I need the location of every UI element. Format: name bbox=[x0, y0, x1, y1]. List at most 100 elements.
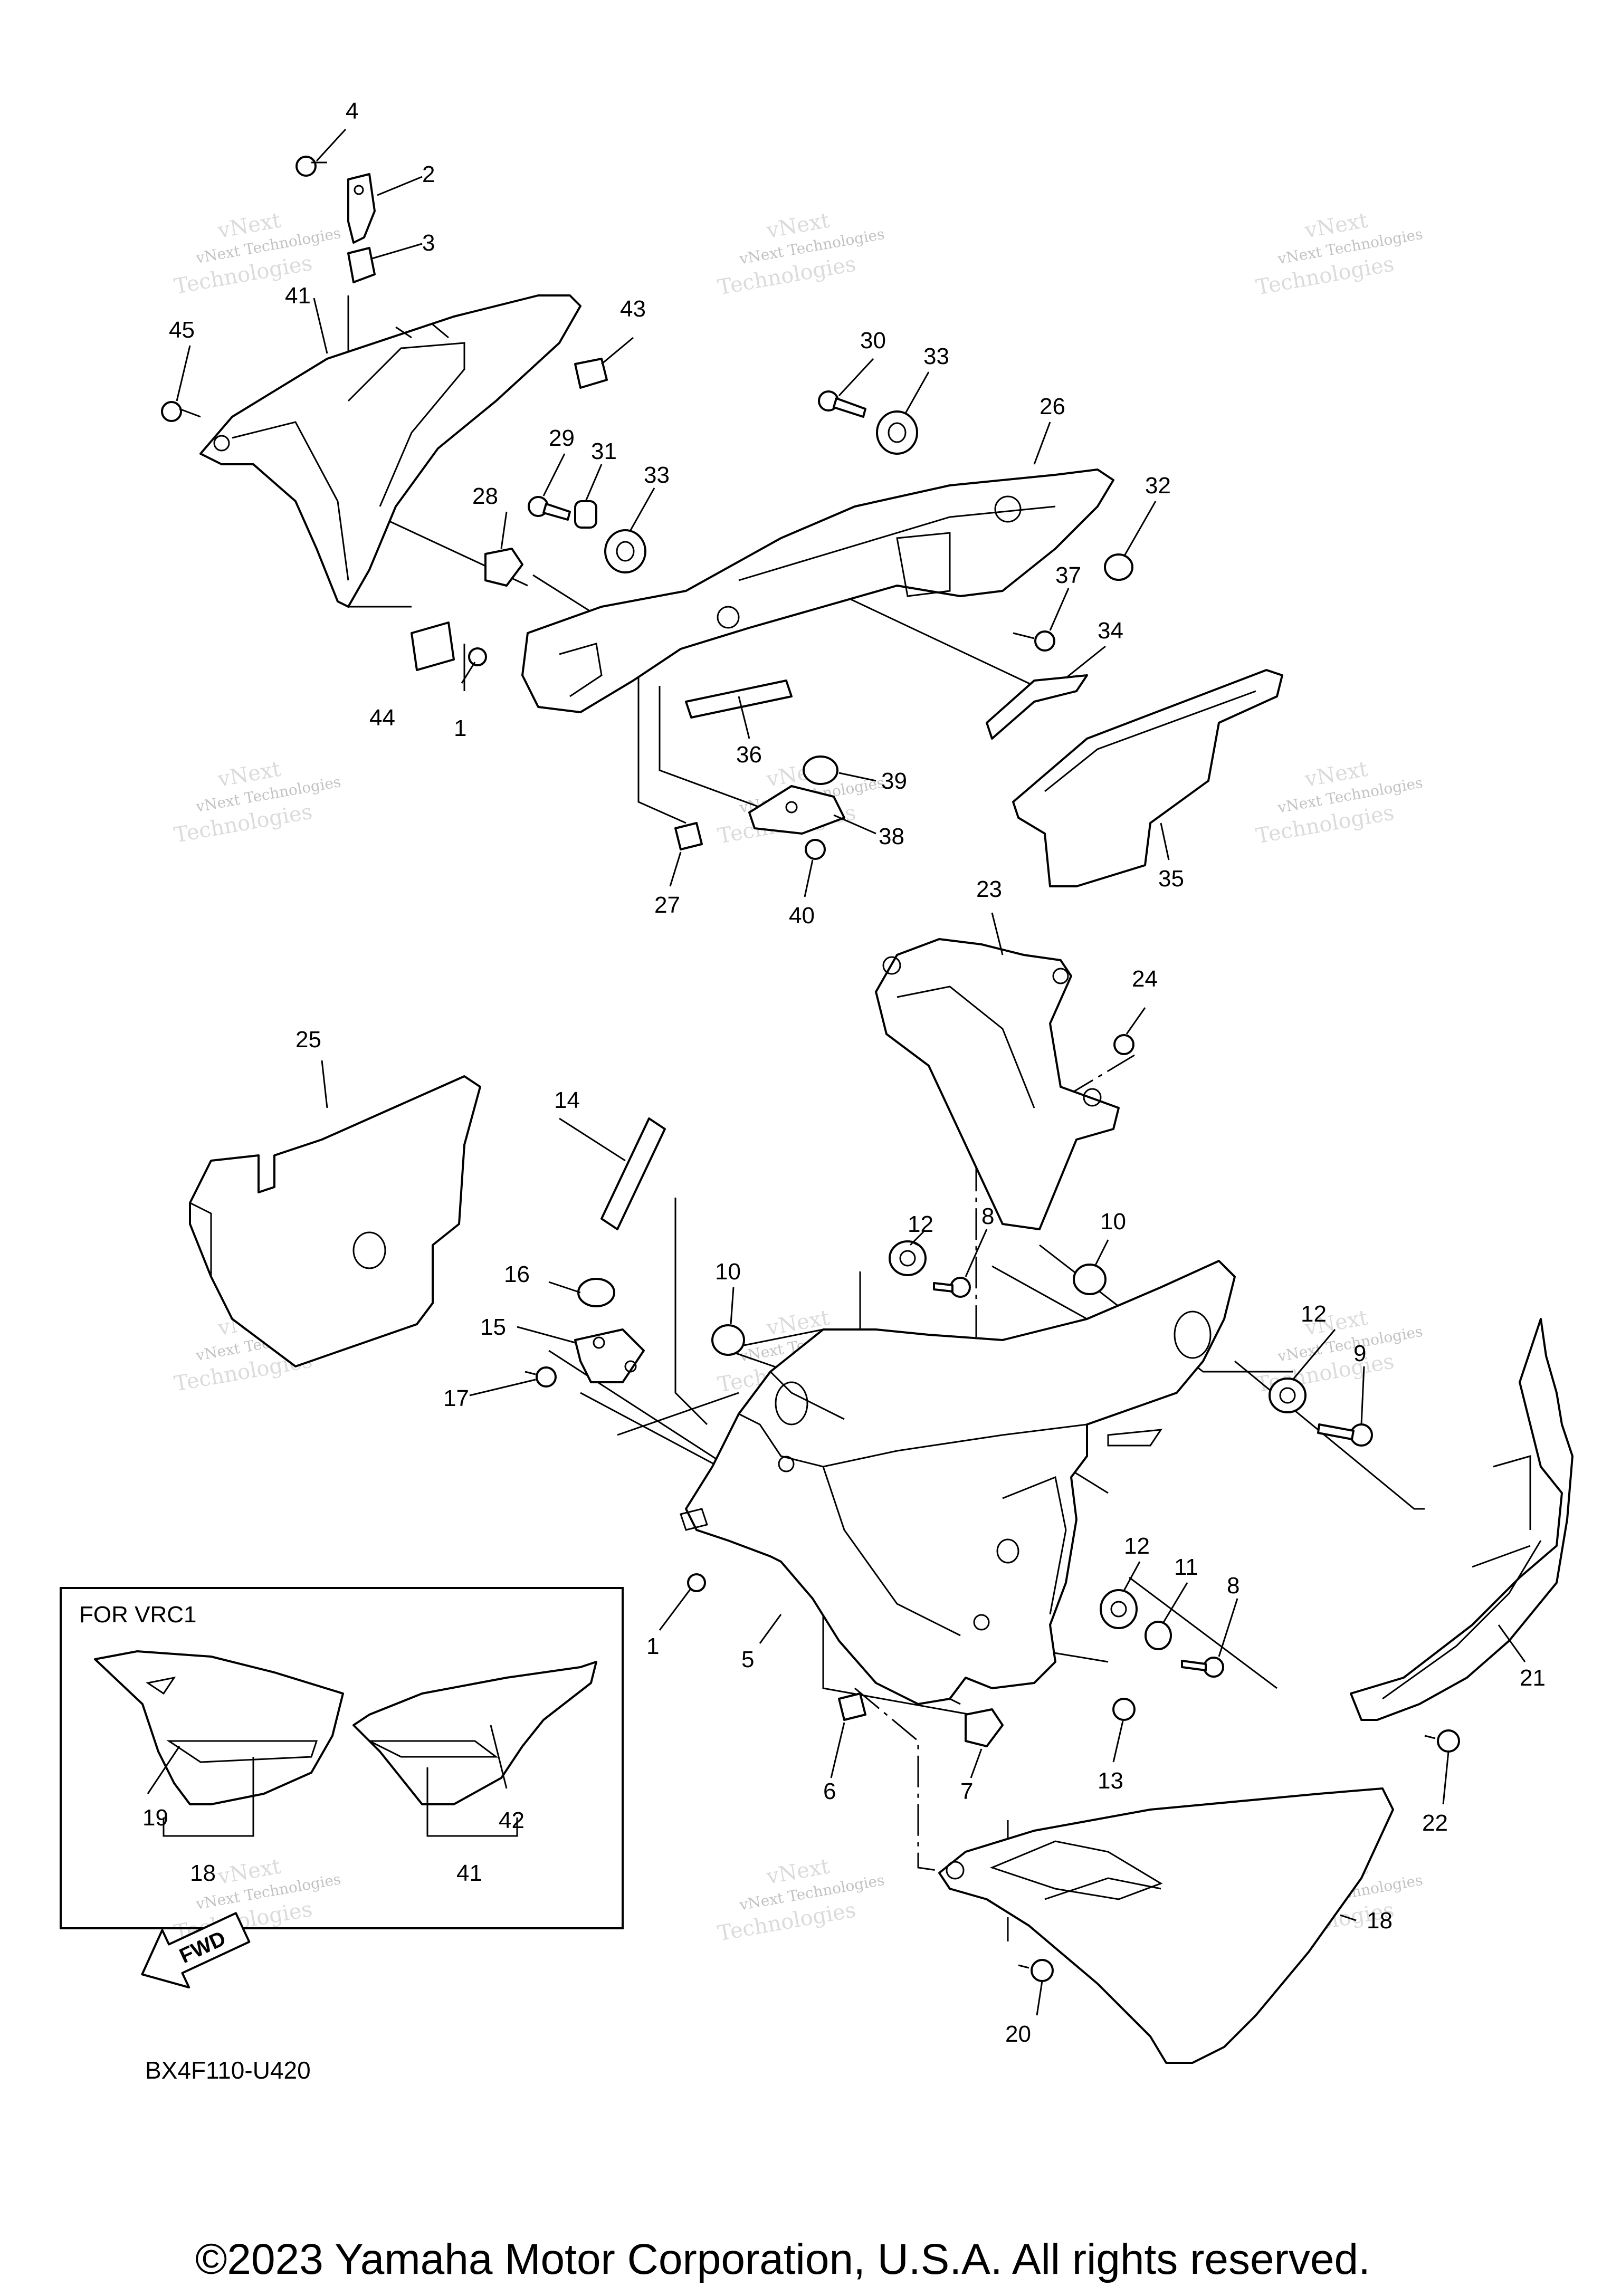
callout-labels: 4 2 3 41 45 43 44 1 28 29 31 33 30 33 26… bbox=[142, 98, 1546, 2047]
callout-4: 4 bbox=[346, 98, 358, 124]
fwd-arrow-icon: FWD bbox=[141, 1912, 251, 1989]
part-4-screw bbox=[295, 156, 327, 177]
callout-1: 1 bbox=[454, 715, 466, 741]
callout-41: 41 bbox=[285, 283, 311, 309]
callout-33: 33 bbox=[644, 462, 670, 488]
callout-leaders bbox=[176, 128, 1526, 2016]
part-15-bracket bbox=[574, 1328, 645, 1383]
part-1-screw bbox=[468, 647, 487, 666]
callout-39: 39 bbox=[881, 768, 907, 794]
callout-12: 12 bbox=[908, 1211, 933, 1237]
part-38-bracket bbox=[748, 785, 845, 835]
callout-5: 5 bbox=[741, 1647, 754, 1672]
part-12-grommet bbox=[889, 1240, 927, 1276]
callout-44: 44 bbox=[369, 705, 395, 731]
callout-37: 37 bbox=[1055, 562, 1081, 588]
callout-21: 21 bbox=[1520, 1665, 1546, 1691]
callout-8: 8 bbox=[1227, 1573, 1239, 1599]
callout-42: 42 bbox=[499, 1807, 525, 1833]
callout-19: 19 bbox=[142, 1805, 168, 1831]
part-7-clip bbox=[965, 1708, 1004, 1747]
callout-24: 24 bbox=[1132, 966, 1158, 992]
part-33-grommet bbox=[604, 529, 646, 573]
callout-2: 2 bbox=[422, 161, 435, 187]
part-40-screw bbox=[805, 839, 826, 860]
callout-9: 9 bbox=[1353, 1341, 1366, 1366]
part-3-clip bbox=[347, 247, 376, 283]
callout-23: 23 bbox=[976, 876, 1002, 902]
callout-15: 15 bbox=[480, 1314, 506, 1340]
part-1-screw bbox=[687, 1573, 706, 1592]
part-29-bolt bbox=[528, 496, 571, 521]
callout-10: 10 bbox=[715, 1259, 741, 1285]
callout-12: 12 bbox=[1124, 1533, 1150, 1559]
callout-11: 11 bbox=[1174, 1554, 1198, 1580]
part-25-panel bbox=[189, 1075, 481, 1367]
part-24-nut bbox=[1113, 1034, 1134, 1055]
callout-13: 13 bbox=[1098, 1768, 1123, 1794]
callout-38: 38 bbox=[879, 824, 904, 849]
part-5-frame bbox=[680, 1260, 1236, 1705]
callout-8: 8 bbox=[981, 1203, 994, 1229]
callout-27: 27 bbox=[654, 892, 680, 918]
part-41-vrc1-cover bbox=[352, 1661, 597, 1805]
callout-45: 45 bbox=[169, 317, 195, 343]
part-13-screw bbox=[1112, 1698, 1136, 1721]
part-45-screw bbox=[161, 401, 201, 422]
callout-18: 18 bbox=[190, 1860, 216, 1886]
part-43-nut bbox=[574, 358, 608, 389]
part-37-screw bbox=[1013, 630, 1055, 652]
callout-32: 32 bbox=[1145, 473, 1171, 499]
part-6-nut bbox=[838, 1692, 866, 1721]
callout-16: 16 bbox=[504, 1261, 530, 1287]
part-18-vrc1-cover bbox=[94, 1650, 344, 1805]
callout-6: 6 bbox=[823, 1778, 836, 1804]
part-31-collar bbox=[574, 500, 597, 529]
callout-36: 36 bbox=[736, 742, 762, 768]
callout-28: 28 bbox=[472, 483, 498, 509]
callout-29: 29 bbox=[549, 425, 575, 451]
callout-26: 26 bbox=[1040, 394, 1065, 419]
part-39-grommet bbox=[803, 755, 838, 785]
callout-12: 12 bbox=[1301, 1301, 1327, 1327]
part-34-trim bbox=[986, 674, 1088, 740]
part-11-collar bbox=[1145, 1621, 1172, 1650]
part-18-side-cover bbox=[938, 1787, 1394, 2064]
part-33-grommet bbox=[876, 410, 918, 455]
part-12-grommet bbox=[1100, 1589, 1138, 1629]
part-27-nut bbox=[674, 822, 703, 850]
drawing-code: BX4F110-U420 bbox=[145, 2056, 311, 2084]
callout-31: 31 bbox=[591, 438, 617, 464]
callout-30: 30 bbox=[860, 328, 886, 353]
callout-14: 14 bbox=[554, 1087, 580, 1113]
callout-1: 1 bbox=[646, 1633, 659, 1659]
callout-17: 17 bbox=[443, 1385, 469, 1411]
callout-18: 18 bbox=[1367, 1908, 1393, 1934]
callout-10: 10 bbox=[1100, 1209, 1126, 1235]
part-26-cowl bbox=[521, 468, 1114, 713]
part-16-grommet bbox=[577, 1278, 615, 1307]
part-2-bracket bbox=[347, 173, 376, 244]
part-9-bolt bbox=[1317, 1423, 1373, 1447]
part-20-screw bbox=[1018, 1959, 1054, 1982]
callout-33: 33 bbox=[923, 343, 949, 369]
inset-title: FOR VRC1 bbox=[79, 1602, 196, 1628]
callout-3: 3 bbox=[422, 230, 435, 256]
part-17-screw bbox=[525, 1366, 557, 1388]
part-14-strip bbox=[600, 1117, 666, 1230]
part-23-bracket bbox=[875, 938, 1120, 1230]
part-8-screw bbox=[1181, 1657, 1224, 1678]
inset-box: FOR VRC1 bbox=[60, 1587, 624, 1929]
part-44-pad bbox=[411, 621, 455, 671]
callout-40: 40 bbox=[789, 903, 815, 929]
part-12-grommet bbox=[1269, 1377, 1307, 1413]
callout-22: 22 bbox=[1422, 1810, 1448, 1836]
part-41-side-cover-left bbox=[199, 294, 581, 608]
part-10-collar bbox=[711, 1324, 745, 1356]
callout-34: 34 bbox=[1098, 618, 1123, 644]
callout-20: 20 bbox=[1005, 2021, 1031, 2047]
part-22-screw bbox=[1424, 1729, 1460, 1753]
callout-7: 7 bbox=[960, 1778, 973, 1804]
callout-25: 25 bbox=[295, 1027, 321, 1053]
